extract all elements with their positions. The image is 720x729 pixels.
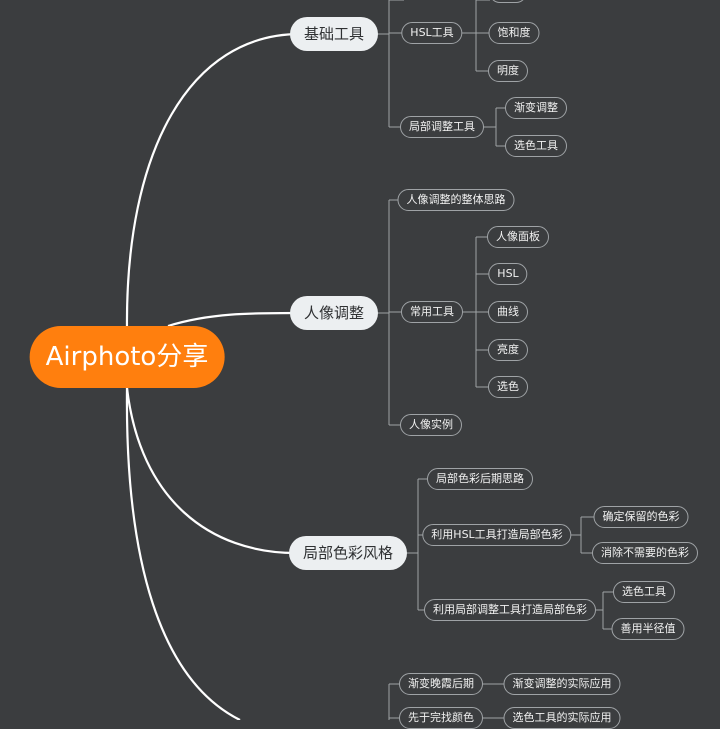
node-gradient-sunset[interactable]: 渐变晚霞后期 bbox=[399, 673, 483, 695]
node-saturation[interactable]: 饱和度 bbox=[488, 22, 540, 44]
branch-basic-tools[interactable]: 基础工具 bbox=[289, 17, 379, 51]
root-link-local-color bbox=[125, 387, 297, 555]
node-brightness-value[interactable]: 明度 bbox=[488, 60, 528, 82]
root-node[interactable]: Airphoto分享 bbox=[29, 326, 225, 388]
node-gradient-application[interactable]: 渐变调整的实际应用 bbox=[503, 673, 621, 695]
node-color-select[interactable]: 选色 bbox=[488, 376, 528, 398]
node-portrait-overall-approach[interactable]: 人像调整的整体思路 bbox=[397, 189, 515, 211]
node-gradient-adjust[interactable]: 渐变调整 bbox=[505, 97, 567, 119]
root-link-basic-tools bbox=[125, 32, 301, 331]
node-local-adjust-color[interactable]: 利用局部调整工具打造局部色彩 bbox=[424, 599, 596, 621]
root-link-portrait bbox=[167, 311, 301, 328]
node-color-select-tool-2[interactable]: 选色工具 bbox=[613, 581, 675, 603]
node-keep-colors[interactable]: 确定保留的色彩 bbox=[593, 506, 689, 528]
node-portrait-panel[interactable]: 人像面板 bbox=[487, 226, 549, 248]
node-bottom-cut-left[interactable]: 先于完找颜色 bbox=[399, 707, 483, 729]
node-portrait-example[interactable]: 人像实例 bbox=[400, 414, 462, 436]
node-bottom-cut-right[interactable]: 选色工具的实际应用 bbox=[503, 707, 621, 729]
node-hsl-local-color[interactable]: 利用HSL工具打造局部色彩 bbox=[422, 524, 572, 546]
node-common-tools[interactable]: 常用工具 bbox=[401, 301, 463, 323]
node-curves[interactable]: 曲线 bbox=[488, 301, 528, 323]
node-hsl[interactable]: HSL bbox=[488, 263, 528, 285]
branch-portrait-adjust[interactable]: 人像调整 bbox=[289, 296, 379, 330]
node-color-select-tool[interactable]: 选色工具 bbox=[505, 135, 567, 157]
branch-local-color-style[interactable]: 局部色彩风格 bbox=[288, 536, 408, 570]
node-hsl-tool[interactable]: HSL工具 bbox=[401, 22, 463, 44]
node-use-radius[interactable]: 善用半径值 bbox=[611, 618, 685, 640]
node-local-adjust-tool[interactable]: 局部调整工具 bbox=[400, 116, 484, 138]
node-local-color-approach[interactable]: 局部色彩后期思路 bbox=[427, 468, 533, 490]
node-remove-colors[interactable]: 消除不需要的色彩 bbox=[592, 542, 698, 564]
root-link-bottom bbox=[125, 387, 241, 720]
node-brightness[interactable]: 亮度 bbox=[488, 339, 528, 361]
